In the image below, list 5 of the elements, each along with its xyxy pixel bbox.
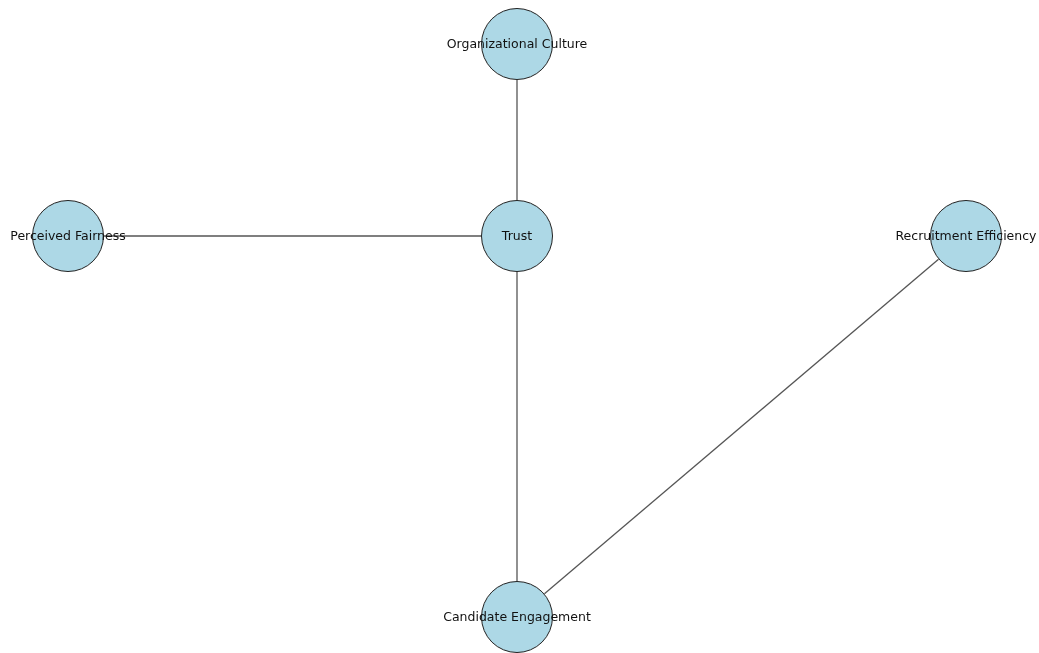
connector-line [516, 271, 518, 582]
node-label: Trust [501, 229, 533, 243]
connector-line [516, 79, 518, 201]
connector-line [103, 235, 482, 237]
connector-line [543, 258, 940, 595]
